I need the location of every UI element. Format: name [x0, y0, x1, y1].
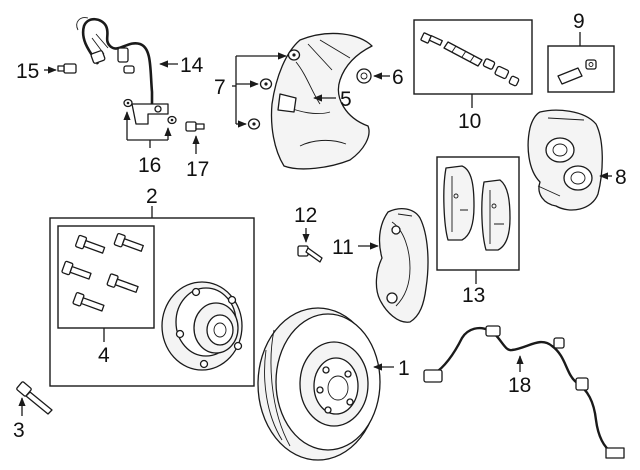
- guide-pins: [420, 32, 520, 87]
- callout-6: 6: [392, 66, 404, 89]
- callout-7: 7: [214, 76, 226, 99]
- dust-shield: [270, 32, 373, 170]
- callout-5: 5: [340, 88, 352, 111]
- callout-11: 11: [332, 236, 354, 259]
- washers-16: [123, 98, 177, 125]
- callout-4: 4: [98, 344, 110, 367]
- brake-rotor: [257, 307, 381, 461]
- callout-9: 9: [573, 10, 585, 33]
- bleeder-screw: [557, 59, 597, 85]
- callout-2: 2: [146, 185, 158, 208]
- bolt-3: [16, 381, 53, 415]
- nut-6: [356, 68, 372, 84]
- callout-18: 18: [508, 374, 531, 397]
- callout-12: 12: [294, 204, 317, 227]
- callout-1: 1: [398, 357, 410, 380]
- abs-sensor: [423, 325, 625, 459]
- hub-bolts-4: [61, 232, 144, 312]
- bolt-15: [57, 63, 77, 74]
- callout-labels: 1 2 3 4 5 6 7 8 9 10 11 12 13 14 15 16 1…: [13, 10, 627, 442]
- wheel-hub: [161, 281, 243, 371]
- box-13: [436, 156, 520, 271]
- callout-15: 15: [16, 60, 39, 83]
- bolt-17: [185, 121, 205, 132]
- caliper-bracket: [375, 207, 429, 323]
- box-9: [547, 45, 615, 93]
- box-10: [413, 19, 533, 95]
- brake-pads: [443, 165, 511, 251]
- callout-10: 10: [458, 110, 481, 133]
- callout-8: 8: [615, 166, 627, 189]
- callout-16: 16: [138, 154, 161, 177]
- callout-17: 17: [186, 158, 209, 181]
- washers-7: [247, 49, 301, 130]
- brake-hose: [76, 17, 169, 125]
- leader-lines: [18, 32, 612, 416]
- box-4: [57, 225, 155, 329]
- callout-13: 13: [462, 284, 485, 307]
- callout-3: 3: [13, 419, 25, 442]
- bolt-12: [297, 245, 323, 263]
- callout-14: 14: [180, 54, 204, 77]
- caliper: [527, 109, 603, 211]
